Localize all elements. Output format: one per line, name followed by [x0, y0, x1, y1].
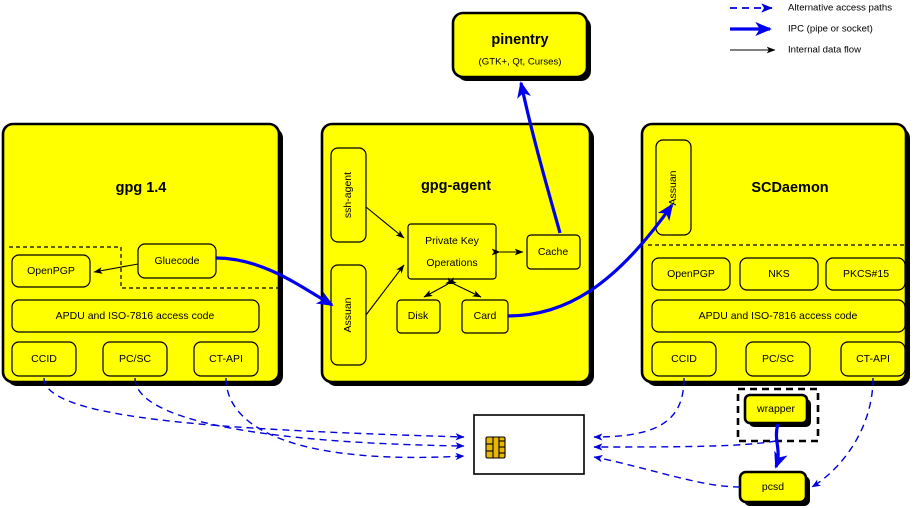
gpg-panel[interactable]: gpg 1.4 Gluecode OpenPGP APDU and ISO-78…: [1, 122, 283, 386]
gpg-openpgp-node[interactable]: OpenPGP: [11, 254, 91, 288]
alt-gpg-pcsc-to-smartcard: [134, 377, 465, 450]
ipc-gpg-gluecode-to-gpg-agent-assuan: [215, 256, 334, 307]
legend-item-internal-data-flow: Internal data flow: [730, 45, 861, 56]
pinentry-title: pinentry: [491, 32, 548, 48]
gpg-agent-ssh-agent-node[interactable]: ssh-agent: [330, 147, 367, 243]
ipc-wrapper-to-pcsd: [774, 423, 788, 469]
pcsd-label: pcsd: [762, 481, 784, 493]
scdaemon-app-pkcs15-node[interactable]: PKCS#15: [825, 257, 906, 291]
scdaemon-app-nks-node[interactable]: NKS: [739, 257, 819, 291]
flow-ssh-agent-to-pko: [365, 206, 405, 239]
gpg-agent-private-key-ops-box[interactable]: [407, 223, 497, 280]
gpg-reader-ctapi-box[interactable]: [193, 341, 259, 377]
pinentry-node[interactable]: pinentry (GTK+, Qt, Curses): [451, 11, 591, 81]
scdaemon-panel-title: SCDaemon: [751, 180, 828, 196]
scdaemon-app-pkcs15-label: PKCS#15: [843, 268, 889, 280]
scdaemon-app-nks-box[interactable]: [739, 257, 819, 291]
gpg-agent-ssh-agent-label: ssh-agent: [342, 172, 354, 218]
gpg-agent-disk-box[interactable]: [396, 299, 441, 334]
gpg-agent-card-label: Card: [474, 310, 497, 322]
scdaemon-app-openpgp-box[interactable]: [651, 257, 731, 291]
gpg-gluecode-node[interactable]: Gluecode: [137, 243, 217, 279]
scdaemon-apdu-node[interactable]: APDU and ISO-7816 access code: [651, 299, 906, 333]
ipc-gpg-agent-card-to-scdaemon-assuan: [507, 203, 674, 318]
smartcard-chip-icon: [485, 436, 506, 459]
scdaemon-panel[interactable]: SCDaemon Assuan OpenPGP NKS PKCS#15 APDU…: [640, 122, 910, 386]
gpg-openpgp-box[interactable]: [11, 254, 91, 288]
alt-gpg-ccid-to-smartcard: [43, 377, 465, 441]
wrapper-box[interactable]: [743, 393, 809, 425]
gpg-openpgp-label: OpenPGP: [27, 265, 75, 277]
legend-item-ipc: IPC (pipe or socket): [730, 21, 873, 37]
gpg-agent-assuan-node[interactable]: Assuan: [330, 264, 367, 366]
gpg-agent-cache-box[interactable]: [526, 234, 581, 270]
legend-label-ipc: IPC (pipe or socket): [788, 24, 873, 35]
pinentry-box[interactable]: [451, 11, 589, 79]
gpg-agent-ssh-agent-box[interactable]: [330, 147, 367, 243]
flow-gluecode-to-openpgp: [93, 263, 139, 274]
smartcard-node[interactable]: [473, 414, 585, 475]
legend-label-alternative-access-paths: Alternative access paths: [788, 3, 892, 14]
alt-pcsd-to-smartcard: [593, 455, 741, 488]
scdaemon-app-openpgp-label: OpenPGP: [667, 268, 715, 280]
scdaemon-reader-ccid-node[interactable]: CCID: [651, 341, 717, 377]
gpg-agent-private-key-ops-node[interactable]: Private Key Operations: [407, 223, 497, 280]
scdaemon-reader-ccid-box[interactable]: [651, 341, 717, 377]
gpg-agent-panel[interactable]: gpg-agent ssh-agent Assuan Private Key O…: [320, 122, 594, 386]
gpg-agent-private-key-ops-line1: Private Key: [425, 235, 479, 247]
scdaemon-reader-ctapi-label: CT-API: [856, 353, 890, 365]
legend: Alternative access paths IPC (pipe or so…: [730, 3, 892, 56]
gpg-reader-pcsc-node[interactable]: PC/SC: [102, 341, 168, 377]
scdaemon-app-openpgp-node[interactable]: OpenPGP: [651, 257, 731, 291]
scdaemon-assuan-label: Assuan: [667, 170, 679, 205]
scdaemon-app-nks-label: NKS: [768, 268, 790, 280]
gpg-reader-pcsc-label: PC/SC: [119, 353, 152, 365]
ipc-gpg-agent-cache-to-pinentry: [517, 81, 562, 234]
alt-scdaemon-ccid-to-smartcard: [593, 377, 685, 441]
scdaemon-reader-ccid-label: CCID: [671, 353, 697, 365]
gpg-gluecode-label: Gluecode: [155, 255, 200, 267]
gpg-reader-pcsc-box[interactable]: [102, 341, 168, 377]
gpg-reader-ctapi-label: CT-API: [209, 353, 243, 365]
legend-item-alternative-access-paths: Alternative access paths: [730, 3, 892, 14]
alt-scdaemon-ctapi-to-pcsd: [811, 377, 874, 488]
wrapper-label: wrapper: [756, 403, 795, 415]
gpg-agent-disk-label: Disk: [408, 310, 429, 322]
legend-label-internal-data-flow: Internal data flow: [788, 45, 861, 56]
gpg-agent-panel-title: gpg-agent: [421, 178, 491, 194]
flow-pko-to-card: [445, 277, 482, 298]
scdaemon-apdu-label: APDU and ISO-7816 access code: [699, 310, 858, 322]
gpg-agent-cache-node[interactable]: Cache: [526, 234, 581, 270]
gpg-reader-ctapi-node[interactable]: CT-API: [193, 341, 259, 377]
alt-gpg-ctapi-to-smartcard: [225, 377, 465, 461]
gpg-reader-ccid-node[interactable]: CCID: [11, 341, 77, 377]
gpg-apdu-box[interactable]: [11, 299, 260, 333]
flow-assuan-to-pko: [365, 264, 405, 316]
gpg-gluecode-box[interactable]: [137, 243, 217, 279]
gpg-reader-ccid-label: CCID: [31, 353, 57, 365]
scdaemon-reader-pcsc-node[interactable]: PC/SC: [745, 341, 811, 377]
gpg-panel-title: gpg 1.4: [116, 180, 167, 196]
gpg-apdu-node[interactable]: APDU and ISO-7816 access code: [11, 299, 260, 333]
gpg-dashed-region: [9, 246, 279, 289]
gpg-agent-card-node[interactable]: Card: [461, 299, 509, 334]
flow-pko-to-disk: [423, 277, 457, 298]
pcsd-node[interactable]: pcsd: [738, 470, 810, 506]
scdaemon-app-pkcs15-box[interactable]: [825, 257, 906, 291]
alt-wrapper-to-smartcard: [593, 440, 777, 451]
scdaemon-reader-ctapi-node[interactable]: CT-API: [840, 341, 906, 377]
gpg-apdu-label: APDU and ISO-7816 access code: [56, 310, 215, 322]
gpg-agent-disk-node[interactable]: Disk: [396, 299, 441, 334]
gpg-agent-cache-label: Cache: [538, 246, 569, 258]
gpg-reader-ccid-box[interactable]: [11, 341, 77, 377]
scdaemon-reader-pcsc-box[interactable]: [745, 341, 811, 377]
scdaemon-reader-pcsc-label: PC/SC: [762, 353, 795, 365]
gpg-agent-private-key-ops-line2: Operations: [426, 257, 477, 269]
pinentry-subtitle: (GTK+, Qt, Curses): [479, 57, 562, 68]
scdaemon-apdu-box[interactable]: [651, 299, 906, 333]
scdaemon-reader-ctapi-box[interactable]: [840, 341, 906, 377]
gpg-agent-assuan-label: Assuan: [342, 297, 354, 332]
